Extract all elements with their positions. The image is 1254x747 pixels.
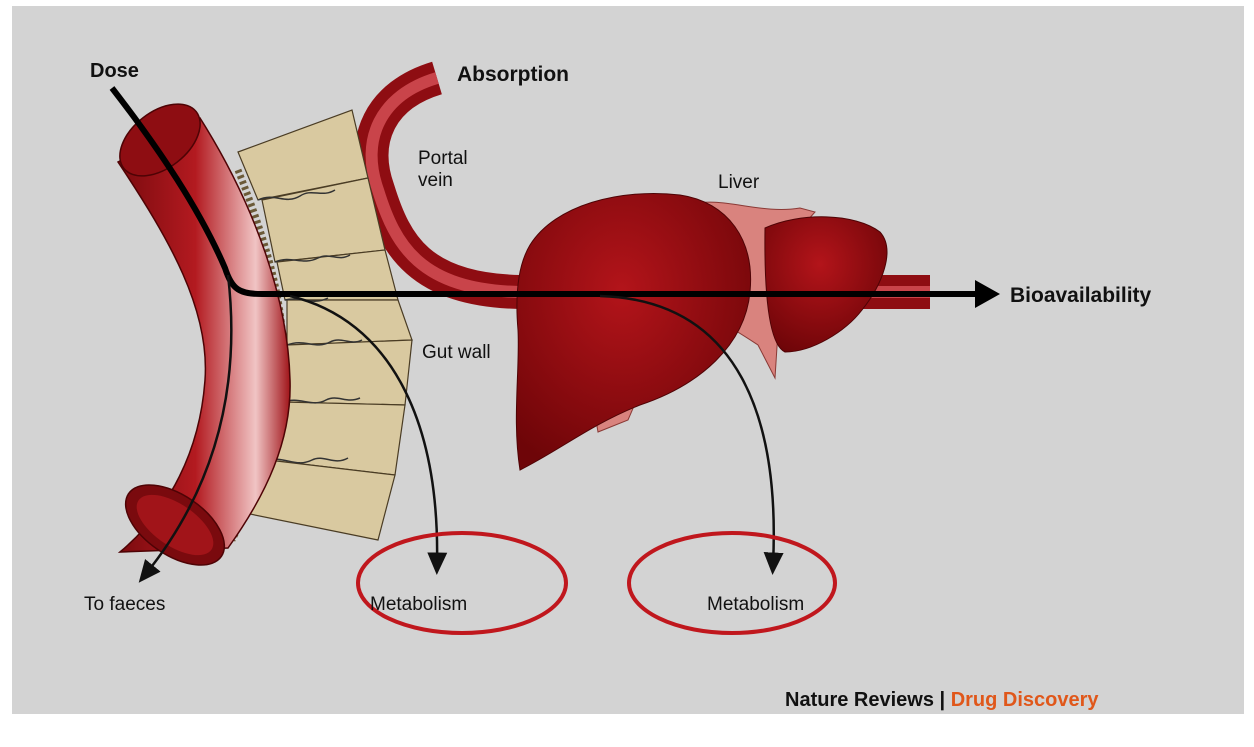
liver-label: Liver (718, 172, 759, 194)
gut-metabolism-label: Metabolism (370, 594, 467, 616)
credit-publisher: Nature Reviews (785, 689, 934, 711)
to-faeces-label: To faeces (84, 594, 165, 616)
credit-separator: | (940, 689, 946, 711)
portal-vein-label: Portal vein (418, 148, 498, 192)
highlight-circle-gut-metabolism (358, 533, 566, 633)
figure-credit: Nature Reviews | Drug Discovery (785, 689, 1099, 712)
bioavailability-arrowhead (975, 280, 1000, 308)
dose-label: Dose (90, 60, 139, 83)
gut-wall-label: Gut wall (422, 342, 492, 364)
credit-journal: Drug Discovery (951, 689, 1099, 711)
liver-main-lobe (516, 193, 750, 470)
liver-metabolism-label: Metabolism (707, 594, 804, 616)
liver-right-lobe (765, 217, 887, 352)
bioavailability-label: Bioavailability (1010, 284, 1151, 308)
highlight-circle-liver-metabolism (629, 533, 835, 633)
absorption-label: Absorption (457, 63, 569, 87)
